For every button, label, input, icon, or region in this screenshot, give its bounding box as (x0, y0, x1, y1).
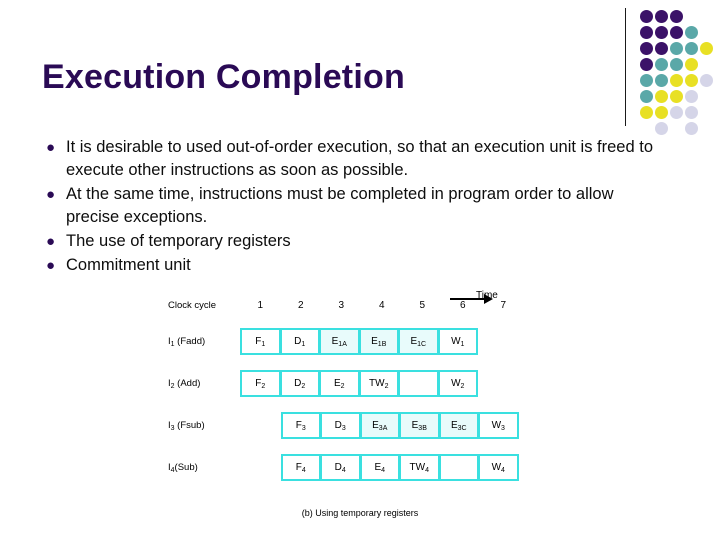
column-number: 3 (338, 300, 345, 311)
pipeline-stage-cell: F1 (240, 328, 281, 355)
decorative-dot (700, 42, 713, 55)
decorative-dot (685, 106, 698, 119)
pipeline-stage-cell: E1B (358, 328, 399, 355)
column-number: 5 (419, 300, 426, 311)
decorative-dot (655, 74, 668, 87)
pipeline-stage-cell: E1C (398, 328, 439, 355)
pipeline-empty-cell (398, 370, 439, 397)
decorative-dot (670, 42, 683, 55)
decorative-dot (655, 106, 668, 119)
pipeline-stage-cell: E3C (438, 412, 479, 439)
pipeline-stage-cell: F4 (280, 454, 321, 481)
list-item-text: At the same time, instructions must be c… (66, 185, 614, 226)
pipeline-stage-cell: E1A (319, 328, 360, 355)
pipeline-stage-cell: E3B (399, 412, 440, 439)
decorative-dot (700, 74, 713, 87)
column-number: 2 (297, 300, 304, 311)
decorative-dot (670, 26, 683, 39)
bullet-marker-icon: ● (46, 139, 56, 156)
header-divider-line (625, 8, 626, 126)
pipeline-stage-cell: D3 (320, 412, 361, 439)
bullet-marker-icon: ● (46, 233, 56, 250)
decorative-dot (640, 58, 653, 71)
decorative-dot (640, 26, 653, 39)
list-item-text: The use of temporary registers (66, 232, 291, 250)
clock-cycle-label: Clock cycle (168, 300, 217, 311)
decorative-dot-grid (640, 10, 714, 135)
instruction-row-label: I3 (Fsub) (168, 420, 205, 432)
pipeline-stage-cell: F2 (240, 370, 281, 397)
list-item: ● It is desirable to used out-of-order e… (40, 136, 665, 182)
decorative-dot (655, 10, 668, 23)
bullet-marker-icon: ● (46, 257, 56, 274)
instruction-row-label: I1 (Fadd) (168, 336, 206, 348)
list-item: ● The use of temporary registers (40, 230, 665, 253)
decorative-dot (685, 74, 698, 87)
list-item: ● Commitment unit (40, 254, 665, 277)
pipeline-stage-cell: E4 (359, 454, 400, 481)
pipeline-stage-cell: TW2 (358, 370, 399, 397)
decorative-dot (670, 106, 683, 119)
decorative-dot (670, 10, 683, 23)
instruction-row-label: I2 (Add) (168, 378, 201, 390)
decorative-dot (685, 26, 698, 39)
pipeline-diagram: Clock cycle Time 1 2 3 4 5 6 7 I1 (Fadd) I2 (Ad… (0, 290, 720, 540)
pipeline-stage-cell: E3A (359, 412, 400, 439)
decorative-dot (655, 26, 668, 39)
pipeline-stage-cell: E2 (319, 370, 360, 397)
pipeline-stage-cell: W2 (437, 370, 478, 397)
pipeline-stage-cell: TW4 (399, 454, 440, 481)
pipeline-empty-cell (438, 454, 479, 481)
decorative-dot (655, 42, 668, 55)
page-title: Execution Completion (42, 58, 405, 96)
decorative-dot (640, 74, 653, 87)
list-item: ● At the same time, instructions must be… (40, 183, 665, 229)
decorative-dot (655, 90, 668, 103)
decorative-dot (640, 106, 653, 119)
decorative-dot (685, 122, 698, 135)
decorative-dot (655, 58, 668, 71)
decorative-dot (640, 10, 653, 23)
pipeline-stage-cell: W4 (478, 454, 519, 481)
decorative-dot (640, 90, 653, 103)
list-item-text: It is desirable to used out-of-order exe… (66, 138, 654, 179)
column-number: 7 (500, 300, 507, 311)
pipeline-stage-cell: W3 (478, 412, 519, 439)
decorative-dot (670, 90, 683, 103)
decorative-dot (640, 42, 653, 55)
bullet-list: ● It is desirable to used out-of-order e… (40, 136, 665, 278)
decorative-dot (685, 42, 698, 55)
column-number: 4 (378, 300, 385, 311)
pipeline-stage-cell: D2 (279, 370, 320, 397)
decorative-dot (670, 58, 683, 71)
figure-caption: (b) Using temporary registers (301, 508, 419, 518)
time-arrow-icon (450, 293, 500, 305)
decorative-dot (685, 90, 698, 103)
pipeline-stage-cell: F3 (280, 412, 321, 439)
column-number: 1 (257, 300, 264, 311)
decorative-dot (670, 74, 683, 87)
decorative-dot (685, 58, 698, 71)
list-item-text: Commitment unit (66, 256, 191, 274)
pipeline-stage-cell: W1 (437, 328, 478, 355)
column-number: 6 (459, 300, 466, 311)
time-axis-label: Time (476, 290, 498, 301)
bullet-marker-icon: ● (46, 186, 56, 203)
pipeline-stage-cell: D4 (320, 454, 361, 481)
decorative-dot (655, 122, 668, 135)
instruction-row-label: I4(Sub) (168, 462, 198, 474)
pipeline-stage-cell: D1 (279, 328, 320, 355)
